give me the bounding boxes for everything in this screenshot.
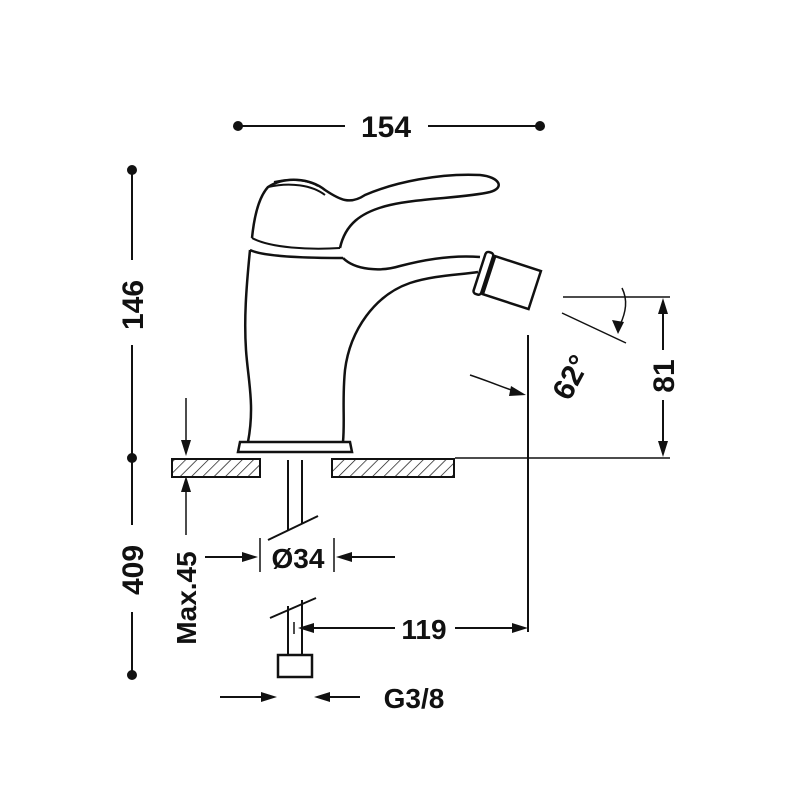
width-dimension: 154	[233, 111, 545, 144]
hole-diameter-label: Ø34	[272, 543, 325, 574]
aerator-tip	[481, 254, 543, 311]
reach-label: 119	[401, 614, 446, 645]
supply-length-label: 409	[117, 545, 150, 595]
thread-arrow-right	[314, 692, 330, 702]
deck-section	[171, 458, 455, 478]
hole-diameter-dimension: Ø34	[205, 538, 395, 574]
deck-thickness-dimension: Max.45	[171, 398, 202, 645]
deck-right-section	[331, 458, 455, 478]
faucet-spout-upper	[342, 255, 481, 271]
faucet-base	[236, 440, 354, 454]
reach-arrow-right	[512, 623, 528, 633]
hole-arrow-right	[336, 552, 352, 562]
dimension-endpoint-bottom	[127, 670, 137, 680]
angle-label: 62°	[546, 350, 596, 406]
max-thickness-label: Max.45	[171, 551, 202, 644]
angle-arc-lower	[469, 374, 515, 392]
height-arrow-down	[658, 441, 668, 457]
break-line-bottom	[269, 597, 317, 619]
left-vertical-dimension: 146 409	[117, 165, 150, 680]
break-line-top	[267, 515, 319, 541]
thread-label: G3/8	[384, 683, 445, 714]
spout-angle-dimension: 62°	[469, 287, 627, 406]
deck-left-section	[171, 458, 261, 478]
reach-arrow-left	[298, 623, 314, 633]
spout-axis-line	[561, 312, 627, 344]
height-arrow-up	[658, 298, 668, 314]
angle-arrow-lower	[509, 386, 526, 396]
lever-handle	[250, 173, 500, 249]
connector-nut	[276, 653, 314, 679]
faucet-body-left	[243, 249, 253, 443]
faucet-body	[236, 173, 543, 454]
spout-height-dimension: 81	[455, 296, 681, 459]
width-label: 154	[361, 111, 411, 144]
faucet-cap-line	[251, 237, 341, 250]
faucet-body-top	[249, 248, 344, 260]
faucet-spout-lower	[341, 270, 479, 443]
hole-arrow-left	[242, 552, 258, 562]
angle-arrow-upper	[612, 320, 624, 334]
dimension-endpoint-right	[535, 121, 545, 131]
thread-arrow-left	[261, 692, 277, 702]
aerator-nozzle	[472, 250, 543, 311]
deck-thickness-arrow-down	[181, 440, 191, 456]
angle-arc-upper	[619, 287, 627, 326]
spout-height-label: 81	[648, 359, 681, 392]
lever-handle-top	[267, 183, 326, 196]
reach-dimension: 119	[298, 335, 529, 645]
thread-dimension: G3/8	[220, 683, 444, 714]
aerator-ring	[472, 250, 495, 296]
height-label: 146	[117, 280, 150, 330]
